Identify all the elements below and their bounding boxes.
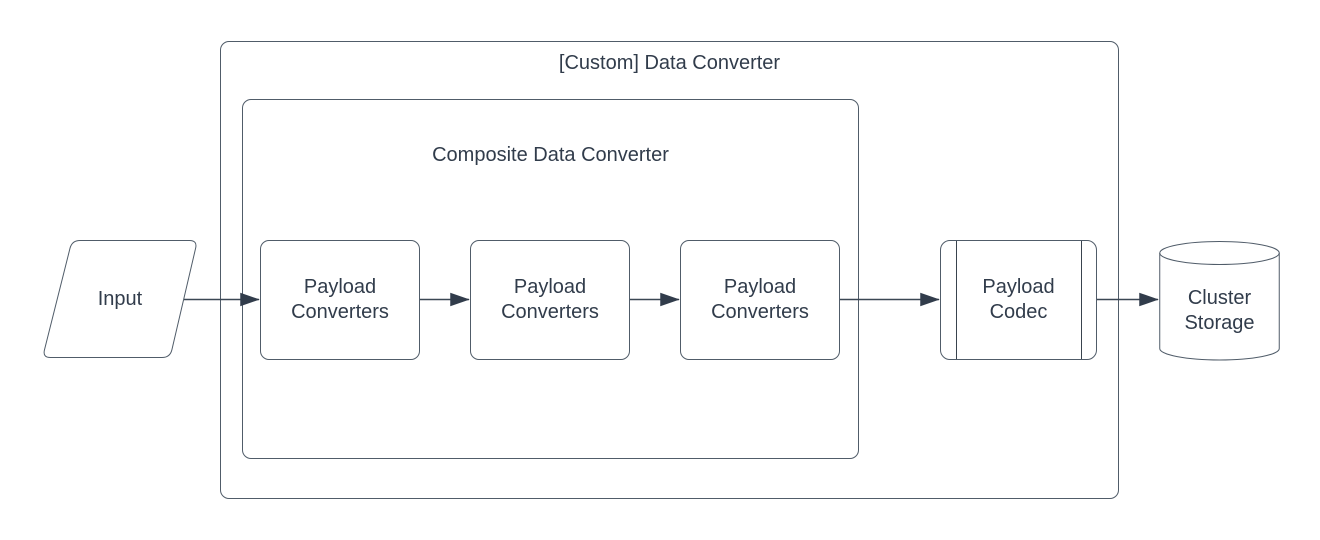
payload-converters-node-1: Payload Converters [260, 240, 420, 360]
payload-converters-node-3: Payload Converters [680, 240, 840, 360]
cluster-storage-label: Cluster Storage [1184, 287, 1255, 334]
codec-band-right [1081, 241, 1082, 359]
custom-data-converter-container: [Custom] Data Converter [220, 41, 1119, 499]
composite-data-converter-label: Composite Data Converter [432, 144, 669, 166]
payload-codec-node: Payload Codec [940, 240, 1097, 360]
cluster-storage-node: Cluster Storage [1159, 241, 1280, 361]
input-label: Input [97, 287, 143, 310]
payload-converters-label-2: Payload Converters [501, 276, 599, 323]
codec-band-left [956, 241, 957, 359]
input-node: Input [42, 240, 198, 358]
payload-converters-label-3: Payload Converters [711, 276, 809, 323]
payload-codec-label: Payload Codec [982, 276, 1055, 323]
payload-converters-label-1: Payload Converters [291, 276, 389, 323]
payload-converters-node-2: Payload Converters [470, 240, 630, 360]
custom-data-converter-label: [Custom] Data Converter [558, 52, 781, 74]
composite-data-converter-container: Composite Data Converter [242, 99, 859, 459]
